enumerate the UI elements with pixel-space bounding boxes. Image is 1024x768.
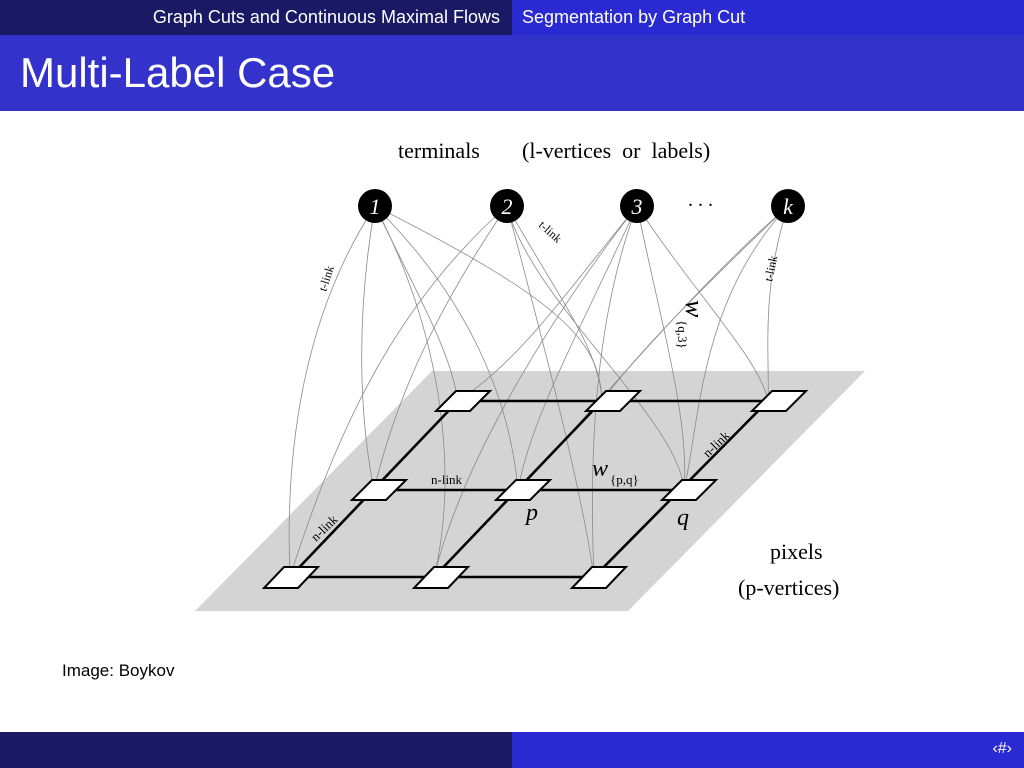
pixel-nodes [261,390,809,589]
pixel-node [493,479,553,501]
graph-figure: 1 2 3 k terminals (l-vertices or labels)… [0,111,1024,651]
pixel-node [583,390,643,412]
header-bar: Graph Cuts and Continuous Maximal Flows … [0,0,1024,35]
pixel-node [349,479,409,501]
pixel-q-label: q [677,505,689,531]
terminal-label-k: k [783,194,794,219]
pixel-node [569,566,629,589]
terminals-ellipsis: . . . [688,189,713,211]
w-q3-label: w {q,3} [675,300,709,349]
footer-right: ‹#› [512,732,1024,768]
pixel-node [659,479,719,501]
terminal-node-2 [490,189,524,223]
w-q3-symbol: w [680,300,709,318]
terminal-node-k [771,189,805,223]
t-link-label-right: t-link [761,254,780,282]
pixel-node [433,390,493,412]
header-section[interactable]: Graph Cuts and Continuous Maximal Flows [0,0,512,35]
pixel-p-label: p [524,500,538,526]
terminals-heading: terminals [398,138,480,163]
w-pq-symbol: w [592,456,608,482]
pixel-node [261,566,321,589]
t-link-label-left: t-link [316,264,337,293]
w-q3-subscript: {q,3} [675,320,690,349]
pixels-label: pixels [770,539,823,564]
pixel-node [749,390,809,412]
terminal-label-2: 2 [502,194,513,219]
terminal-node-1 [358,189,392,223]
slide-title: Multi-Label Case [20,49,336,96]
w-pq-subscript: {p,q} [610,472,639,487]
terminal-label-3: 3 [631,194,643,219]
title-bar: Multi-Label Case [0,35,1024,111]
image-credit: Image: Boykov [62,661,175,680]
pixels-sublabel: (p-vertices) [738,575,839,600]
terminal-nodes: 1 2 3 k [358,189,805,223]
page-number: ‹#› [992,740,1012,757]
footer-bar: ‹#› [0,732,1024,768]
pixel-node [411,566,471,589]
n-link-label-top: n-link [431,472,463,487]
multi-label-graph-diagram: 1 2 3 k terminals (l-vertices or labels)… [195,138,865,611]
terminal-node-3 [620,189,654,223]
footer-left [0,732,512,768]
t-link-label-middle: t-link [536,218,565,246]
header-subsection[interactable]: Segmentation by Graph Cut [512,0,1024,35]
terminal-label-1: 1 [370,194,381,219]
terminals-subheading: (l-vertices or labels) [522,138,710,163]
